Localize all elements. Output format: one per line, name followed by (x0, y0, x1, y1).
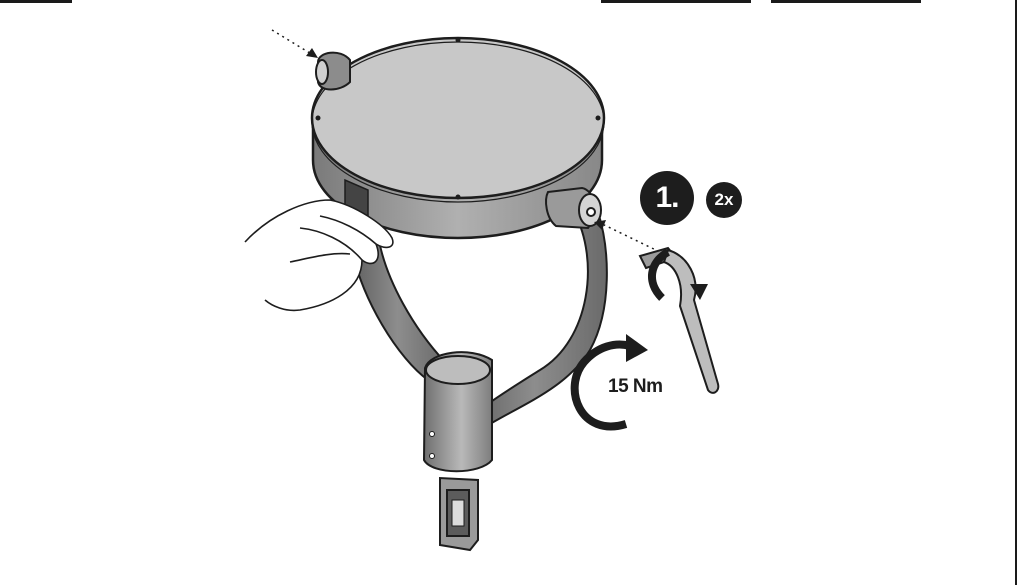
guide-arrow-right-icon (594, 220, 606, 230)
step-number-badge: 1. (640, 171, 694, 225)
repeat-count-badge: 2x (706, 182, 742, 218)
torque-label: 15 Nm (608, 376, 663, 397)
right-border (1015, 0, 1017, 585)
top-tab-2 (771, 0, 921, 3)
guide-line-right (597, 221, 661, 253)
top-left-tab (0, 0, 72, 3)
guide-arrow-left-icon (306, 48, 318, 58)
supporting-hand-icon (244, 199, 394, 312)
round-luminaire-head-icon (310, 36, 606, 240)
top-tab-1 (601, 0, 751, 3)
clockwise-rotation-arrow-icon (570, 334, 648, 431)
hex-key-wrench-icon (638, 246, 720, 394)
y-bracket-arm-icon (348, 211, 608, 552)
